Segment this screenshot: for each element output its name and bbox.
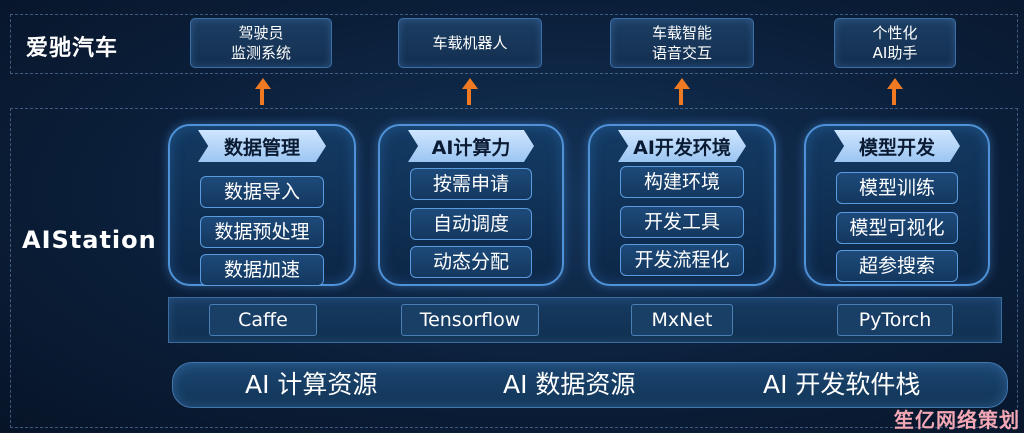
module-item: 模型训练 <box>836 172 958 204</box>
app-line1: 车载机器人 <box>432 34 508 52</box>
resource-data: AI 数据资源 <box>503 370 636 399</box>
module-title: 数据管理 <box>223 136 300 159</box>
company-label: 爱驰汽车 <box>26 36 119 61</box>
platform-label: AIStation <box>22 226 157 254</box>
module-item: 开发流程化 <box>620 244 744 276</box>
module-title: 模型开发 <box>858 136 935 159</box>
module-data-management: 数据管理 数据导入 数据预处理 数据加速 <box>168 124 356 286</box>
module-item: 数据导入 <box>200 176 324 208</box>
resource-compute: AI 计算资源 <box>245 370 378 399</box>
app-line1: 驾驶员 <box>238 24 284 42</box>
module-item: 数据预处理 <box>200 216 324 248</box>
module-item: 动态分配 <box>410 246 532 278</box>
watermark: 笙亿网络策划 <box>894 408 1020 432</box>
module-compute-power: AI计算力 按需申请 自动调度 动态分配 <box>378 124 564 286</box>
up-arrow-icon <box>462 78 478 105</box>
module-title-ribbon: AI计算力 <box>408 130 534 162</box>
framework-tensorflow: Tensorflow <box>401 304 539 336</box>
resource-software-stack: AI 开发软件栈 <box>763 370 921 399</box>
framework-caffe: Caffe <box>209 304 317 336</box>
up-arrow-icon <box>887 78 903 105</box>
module-title-ribbon: 数据管理 <box>198 130 326 162</box>
app-vehicle-robot: 车载机器人 <box>398 18 542 68</box>
module-dev-environment: AI开发环境 构建环境 开发工具 开发流程化 <box>588 124 776 286</box>
app-voice-interaction: 车载智能语音交互 <box>610 18 754 68</box>
app-line1: 车载智能 <box>651 24 712 42</box>
module-title-ribbon: AI开发环境 <box>618 130 746 162</box>
application-row <box>10 14 1018 74</box>
module-item: 构建环境 <box>620 166 744 198</box>
app-line2: 监测系统 <box>230 44 291 62</box>
module-item: 自动调度 <box>410 208 532 240</box>
framework-band: Caffe Tensorflow MxNet PyTorch <box>168 297 1002 343</box>
module-title-ribbon: 模型开发 <box>834 130 960 162</box>
framework-mxnet: MxNet <box>631 304 733 336</box>
app-line1: 个性化 <box>872 24 918 42</box>
framework-pytorch: PyTorch <box>837 304 953 336</box>
module-model-development: 模型开发 模型训练 模型可视化 超参搜索 <box>804 124 990 286</box>
module-item: 开发工具 <box>620 206 744 238</box>
app-line2: AI助手 <box>872 44 918 62</box>
resource-band: AI 计算资源 AI 数据资源 AI 开发软件栈 <box>172 362 1008 408</box>
up-arrow-icon <box>255 78 271 105</box>
module-item: 按需申请 <box>410 168 532 200</box>
up-arrow-icon <box>674 78 690 105</box>
module-item: 模型可视化 <box>836 212 958 244</box>
module-item: 超参搜索 <box>836 250 958 282</box>
app-driver-monitoring: 驾驶员监测系统 <box>190 18 332 68</box>
app-personal-assistant: 个性化 AI助手 <box>834 18 956 68</box>
module-item: 数据加速 <box>200 254 324 286</box>
module-title: AI计算力 <box>431 136 511 159</box>
module-title: AI开发环境 <box>633 136 731 159</box>
platform-container <box>10 108 1018 428</box>
app-line2: 语音交互 <box>651 44 712 62</box>
